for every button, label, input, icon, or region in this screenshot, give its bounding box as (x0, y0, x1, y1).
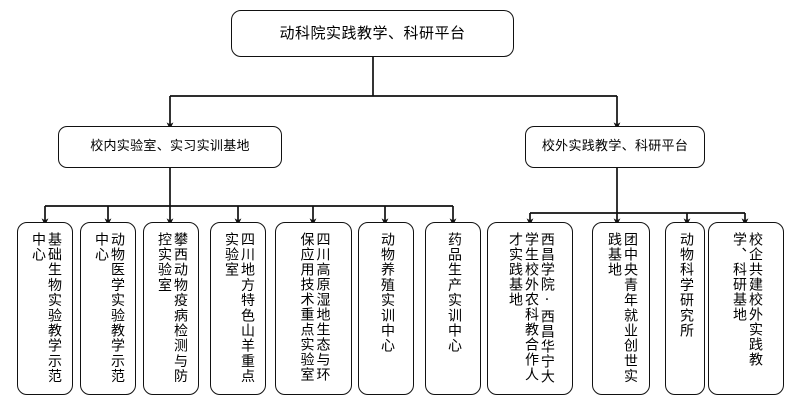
leaf-node-4[interactable]: 四川地方特色山羊重点实验室 (210, 222, 266, 395)
leaf-node-8[interactable]: 西昌学院·西昌华宁大学生校外农科教合作人才实践基地 (487, 222, 573, 395)
leaf-node-9[interactable]: 团中央青年就业创世实践基地 (592, 222, 650, 395)
leaf-node-8-label: 西昌学院·西昌华宁大学生校外农科教合作人才实践基地 (507, 232, 555, 384)
level2-node-internal[interactable]: 校内实验室、实习实训基地 (58, 126, 282, 168)
leaf-node-7[interactable]: 药品生产实训中心 (425, 222, 481, 395)
leaf-node-5-label: 四川高原湿地生态与环保应用技术重点实验室 (298, 232, 331, 382)
leaf-node-2[interactable]: 动物医学实验教学示范中心 (80, 222, 136, 395)
leaf-node-7-label: 药品生产实训中心 (445, 232, 462, 354)
leaf-node-10-label: 动物科学研究所 (677, 232, 694, 339)
leaf-node-6[interactable]: 动物养殖实训中心 (358, 222, 414, 395)
leaf-node-10[interactable]: 动物科学研究所 (665, 222, 705, 395)
leaf-node-1-label: 基础生物实验教学示范中心 (30, 232, 62, 384)
leaf-node-3[interactable]: 攀西动物疫病检测与防控实验室 (143, 222, 199, 395)
leaf-node-11-label: 校企共建校外实践教学、科研基地 (731, 232, 763, 367)
level2-node-external[interactable]: 校外实践教学、科研平台 (525, 126, 705, 168)
leaf-node-11[interactable]: 校企共建校外实践教学、科研基地 (708, 222, 784, 395)
level2-node-external-label: 校外实践教学、科研平台 (541, 138, 689, 154)
leaf-node-2-label: 动物医学实验教学示范中心 (93, 232, 125, 384)
leaf-node-5[interactable]: 四川高原湿地生态与环保应用技术重点实验室 (275, 222, 352, 395)
leaf-node-1[interactable]: 基础生物实验教学示范中心 (17, 222, 73, 395)
leaf-node-4-label: 四川地方特色山羊重点实验室 (223, 232, 255, 384)
root-node-label: 动科院实践教学、科研平台 (279, 24, 466, 43)
level2-node-internal-label: 校内实验室、实习实训基地 (90, 138, 250, 154)
leaf-node-9-label: 团中央青年就业创世实践基地 (606, 232, 638, 384)
leaf-node-6-label: 动物养殖实训中心 (378, 232, 395, 354)
leaf-node-3-label: 攀西动物疫病检测与防控实验室 (156, 232, 188, 384)
root-node[interactable]: 动科院实践教学、科研平台 (231, 10, 514, 57)
